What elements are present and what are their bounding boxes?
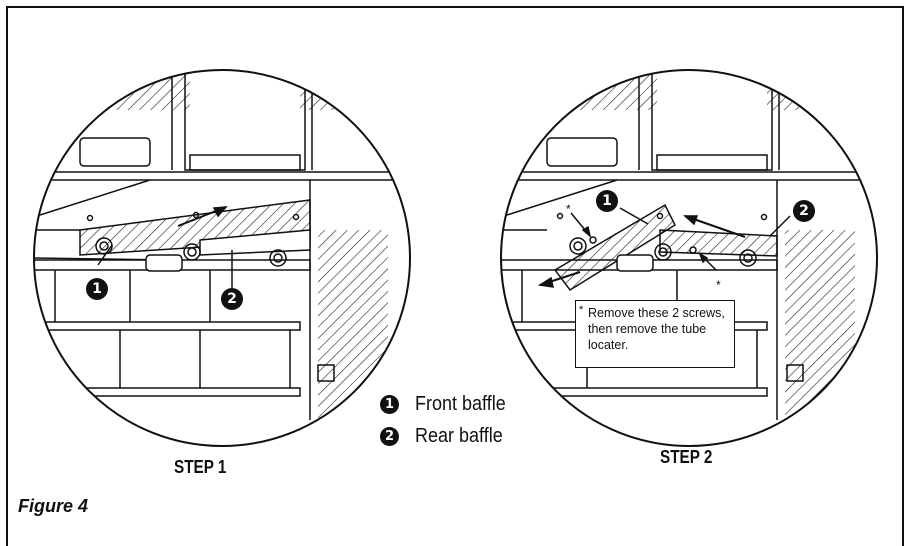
rear-baffle-callout-step1: 2 (221, 288, 243, 310)
screw-removal-note: * Remove these 2 screws, then remove the… (575, 300, 735, 368)
legend-item-front: 1 Front baffle (380, 388, 516, 420)
front-baffle-callout-step1: 1 (86, 278, 108, 300)
step1-label: STEP 1 (174, 457, 227, 477)
screw-asterisk-2: * (716, 278, 721, 292)
screw-asterisk-1: * (566, 202, 571, 216)
step2-label: STEP 2 (660, 447, 713, 467)
step2-circle (500, 69, 878, 447)
figure-caption: Figure 4 (18, 496, 89, 516)
note-text: Remove these 2 screws, then remove the t… (588, 306, 725, 352)
note-asterisk: * (579, 304, 584, 316)
legend-number-2: 2 (380, 426, 399, 446)
figure-frame (6, 6, 904, 546)
legend-text-front: Front baffle (415, 392, 506, 415)
legend-text-rear: Rear baffle (415, 424, 503, 447)
front-baffle-callout-step2: 1 (596, 190, 618, 212)
legend-item-rear: 2 Rear baffle (380, 420, 516, 452)
legend: 1 Front baffle 2 Rear baffle (380, 388, 516, 452)
rear-baffle-callout-step2: 2 (793, 200, 815, 222)
step1-detail (34, 70, 410, 420)
step1-circle (33, 69, 411, 447)
legend-number-1: 1 (380, 394, 399, 414)
